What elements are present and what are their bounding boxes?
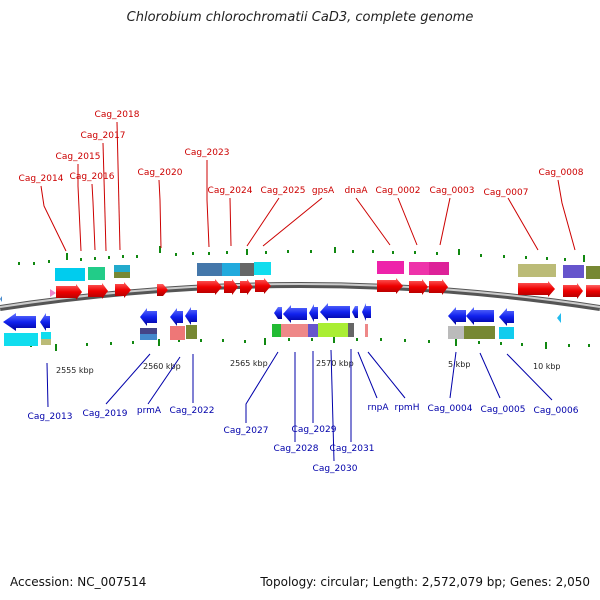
scale-label: 2560 kbp [143, 362, 181, 371]
gene-label: Cag_2027 [224, 426, 269, 436]
gene-label: Cag_0004 [428, 404, 473, 414]
gene-label: Cag_2031 [330, 444, 375, 454]
genome-title: Chlorobium chlorochromatii CaD3, complet… [126, 10, 474, 25]
tick-marks-bottom [30, 336, 590, 351]
scale-label: 10 kbp [533, 362, 561, 371]
gene-label: Cag_0005 [481, 405, 526, 415]
gene-label: Cag_0003 [430, 186, 475, 196]
reverse-features [0, 296, 561, 346]
gene-label: Cag_2013 [28, 412, 73, 422]
summary-text: Topology: circular; Length: 2,572,079 bp… [260, 575, 590, 589]
bottom-leader-lines [46, 349, 553, 462]
bottom-gene-labels: Cag_2013 Cag_2019 prmA Cag_2022 Cag_2027… [28, 403, 579, 474]
gene-label: Cag_2017 [81, 131, 126, 141]
gene-label: Cag_0007 [484, 188, 529, 198]
gene-label: rnpA [367, 403, 389, 413]
scale-label: 2565 kbp [230, 359, 268, 368]
gene-label: Cag_2018 [95, 110, 140, 120]
top-leader-lines [40, 121, 576, 252]
gene-label: Cag_2016 [70, 172, 115, 182]
gene-label: Cag_2019 [83, 409, 128, 419]
gene-label: Cag_2030 [313, 464, 358, 474]
gene-label: dnaA [344, 186, 368, 196]
top-gene-labels: Cag_2014 Cag_2015 Cag_2016 Cag_2017 Cag_… [19, 110, 584, 198]
tick-marks-top [18, 246, 585, 265]
gene-label: Cag_2028 [274, 444, 319, 454]
scale-label: 2570 kbp [316, 359, 354, 368]
genome-backbone [0, 282, 600, 311]
gene-label: Cag_0002 [376, 186, 421, 196]
gene-label: Cag_2014 [19, 174, 64, 184]
gene-label: prmA [137, 406, 162, 416]
scale-label: 5 kbp [448, 360, 470, 369]
gene-label: Cag_2025 [261, 186, 306, 196]
gene-label: Cag_2022 [170, 406, 215, 416]
gene-label: Cag_2029 [292, 425, 337, 435]
forward-features [50, 261, 600, 300]
gene-label: gpsA [312, 186, 335, 196]
gene-label: rpmH [395, 403, 420, 413]
gene-label: Cag_2020 [138, 168, 183, 178]
gene-label: Cag_2024 [208, 186, 253, 196]
scale-labels: 2555 kbp 2560 kbp 2565 kbp 2570 kbp 5 kb… [56, 359, 561, 375]
accession-text: Accession: NC_007514 [10, 575, 147, 589]
gene-label: Cag_2015 [56, 152, 101, 162]
gene-label: Cag_2023 [185, 148, 230, 158]
gene-label: Cag_0008 [539, 168, 584, 178]
gene-label: Cag_0006 [534, 406, 579, 416]
scale-label: 2555 kbp [56, 366, 94, 375]
